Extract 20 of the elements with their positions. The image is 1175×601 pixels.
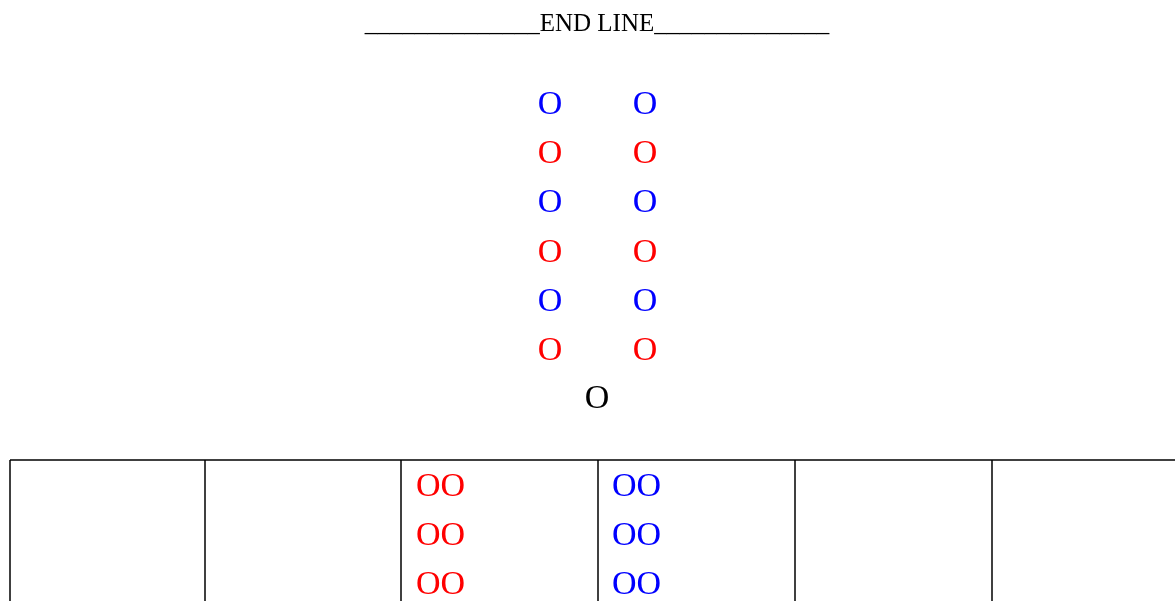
- circle-letter: OO: [612, 517, 662, 551]
- circle-letter: OO: [416, 468, 466, 502]
- circle-letter: O: [537, 282, 563, 317]
- circle-letter: O: [537, 135, 563, 170]
- circle-letter: OO: [612, 468, 662, 502]
- circle-letter: O: [632, 282, 658, 317]
- circle-letter: O: [537, 184, 563, 219]
- circle-letter: O: [537, 332, 563, 366]
- circle-letter: OO: [416, 566, 466, 600]
- circle-letter: OO: [612, 566, 662, 600]
- circle-letter: O: [632, 233, 658, 268]
- circle-letter: O: [584, 380, 610, 414]
- circle-letter: O: [632, 86, 658, 120]
- circle-letter: O: [537, 233, 563, 268]
- circle-letter: O: [632, 135, 658, 170]
- circle-letter: O: [632, 332, 658, 366]
- heading-text: ______________END LINE______________: [364, 9, 830, 35]
- circle-letter: O: [537, 86, 563, 120]
- circle-letter: O: [632, 184, 658, 219]
- circle-letter: OO: [416, 517, 466, 551]
